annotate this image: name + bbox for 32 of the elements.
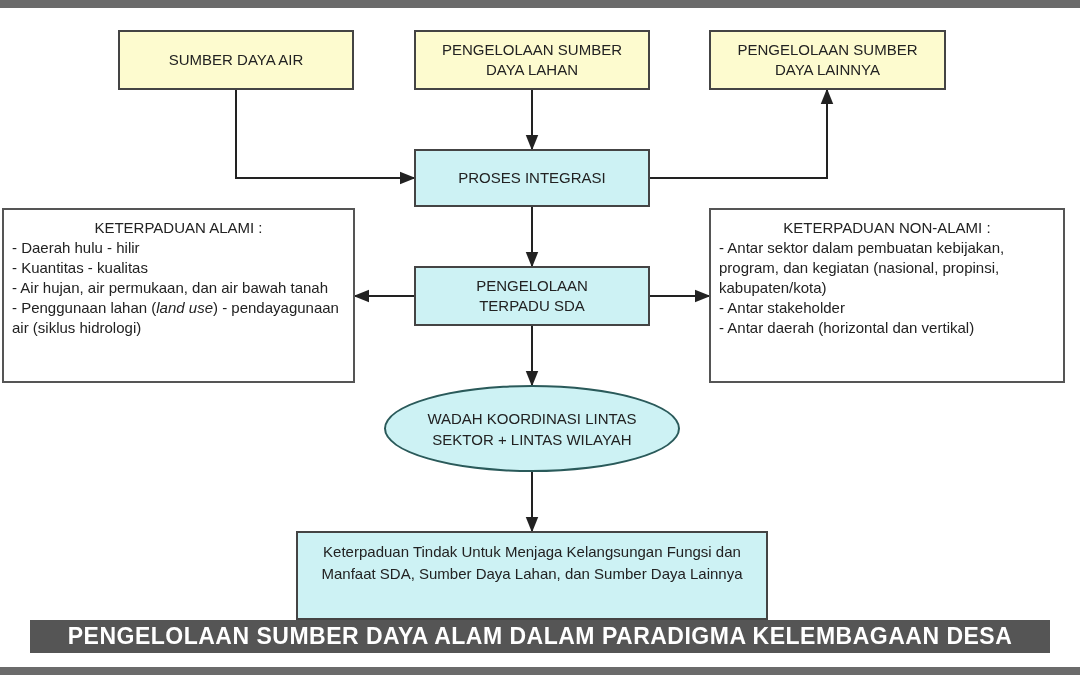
arrow — [649, 289, 711, 303]
list-item: - Antar sektor dalam pembuatan kebijakan, program, dan kegiatan (nasional, propinsi, kabupaten/kota) — [719, 238, 1006, 298]
process-box — [414, 266, 650, 326]
process-box — [709, 30, 946, 90]
node-label: PENGELOLAAN SUMBER DAYA LAHAN — [440, 40, 624, 80]
arrow — [525, 206, 539, 268]
process-box — [414, 30, 650, 90]
list-item: - Air hujan, air permukaan, dan air bawah tanah — [12, 278, 330, 298]
node-label: PENGELOLAAN TERPADU SDA — [475, 276, 589, 316]
arrow — [235, 89, 416, 185]
result-box — [296, 531, 768, 620]
list-item: - Penggunaan lahan (land use) - pendayagunaan air (siklus hidrologi) — [12, 298, 340, 338]
list-item: - Antar stakeholder — [719, 298, 846, 318]
note-heading: KETERPADUAN NON-ALAMI : — [783, 218, 991, 238]
arrow — [525, 471, 539, 533]
process-box — [414, 149, 650, 207]
arrow — [525, 325, 539, 387]
list-item: - Daerah hulu - hilir — [12, 238, 141, 258]
node-label: WADAH KOORDINASI LINTAS SEKTOR + LINTAS WILAYAH — [426, 408, 638, 450]
node-label: PENGELOLAAN SUMBER DAYA LAINNYA — [736, 40, 919, 80]
process-box — [118, 30, 354, 90]
arrow — [649, 88, 834, 179]
note-heading: KETERPADUAN ALAMI : — [94, 218, 263, 238]
list-item: - Antar daerah (horizontal dan vertikal) — [719, 318, 976, 338]
note-box — [709, 208, 1065, 383]
node-label: SUMBER DAYA AIR — [168, 50, 304, 70]
list-item: - Kuantitas - kualitas — [12, 258, 149, 278]
node-label: Keterpaduan Tindak Untuk Menjaga Kelangsungan Fungsi dan Manfaat SDA, Sumber Daya Lahan, dan Sumber Daya Lainnya — [320, 542, 744, 584]
arrow — [525, 89, 539, 151]
node-label: PROSES INTEGRASI — [458, 168, 606, 188]
title-banner: PENGELOLAAN SUMBER DAYA ALAM DALAM PARADIGMA KELEMBAGAAN DESA — [30, 620, 1050, 653]
note-box — [2, 208, 355, 383]
